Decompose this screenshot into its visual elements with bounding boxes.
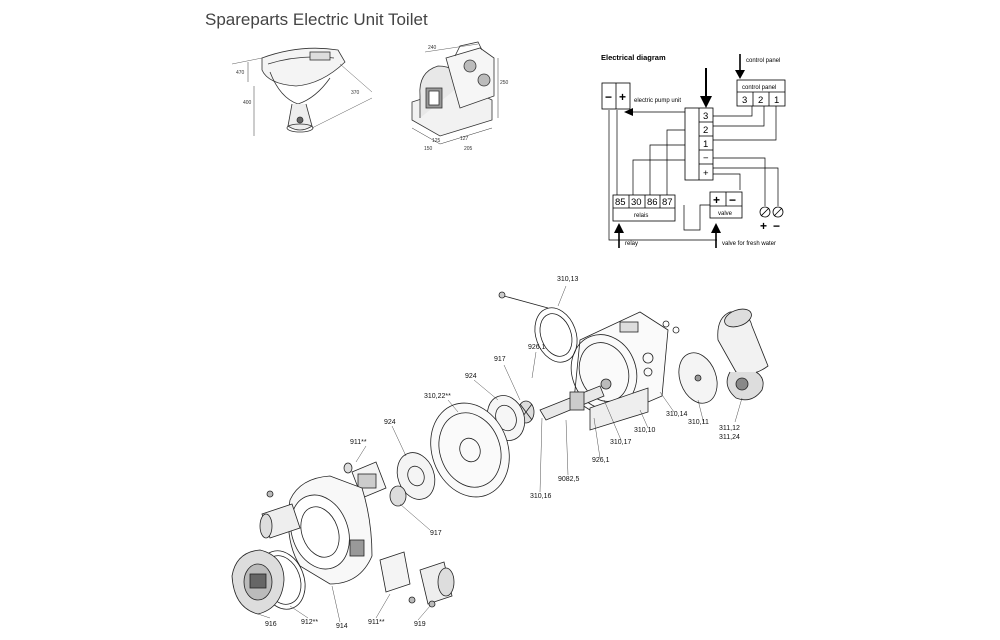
dim-unit-205: 205 <box>464 146 473 152</box>
relais-terminal-87: 87 <box>662 197 673 208</box>
part-label: 912** <box>301 619 318 626</box>
part-label: 919 <box>414 621 426 628</box>
electrical-diagram: Electrical diagram − + electric pump uni… <box>601 53 786 248</box>
relais-terminal-30: 30 <box>631 197 642 208</box>
page-title: Spareparts Electric Unit Toilet <box>205 10 428 29</box>
part-label: 914 <box>336 623 348 630</box>
control-panel-arrow-label: control panel <box>746 58 780 64</box>
electric-pump-unit-label: electric pump unit <box>634 98 681 104</box>
control-panel-terminal-2: 2 <box>758 95 763 106</box>
part-label: 916 <box>265 621 277 628</box>
part-label: 924 <box>465 373 477 380</box>
control-panel-terminal-3: 3 <box>742 95 747 106</box>
relais-terminal-86: 86 <box>647 197 658 208</box>
pump-left-minus: − <box>605 90 612 104</box>
part-label: 310,13 <box>557 276 579 283</box>
part-label: 917 <box>430 530 442 537</box>
valve-terminal-minus: − <box>729 193 736 207</box>
control-panel-terminal-1: 1 <box>774 95 779 106</box>
dim-unit-250: 250 <box>500 80 509 86</box>
part-label: 917 <box>494 356 506 363</box>
part-label: 9082,5 <box>558 476 580 483</box>
dim-unit-240: 240 <box>428 45 437 51</box>
part-label: 310,16 <box>530 493 552 500</box>
part-label: 310,14 <box>666 411 688 418</box>
toilet-sketch <box>231 47 373 136</box>
part-label: 310,11 <box>688 419 709 426</box>
part-label: 310,10 <box>634 427 656 434</box>
dim-toilet-370: 370 <box>351 90 360 96</box>
relay-label: relay <box>625 241 638 247</box>
part-label: 311,24 <box>719 434 740 441</box>
part-label: 911** <box>368 619 385 626</box>
part-label: 310,22** <box>424 393 451 400</box>
electrical-diagram-title: Electrical diagram <box>601 53 666 62</box>
dim-toilet-470: 470 <box>236 70 245 76</box>
power-minus-sign: − <box>773 219 780 233</box>
part-label: 311,12 <box>719 425 740 432</box>
pump-left-plus: + <box>619 90 626 104</box>
unit-sketch <box>411 41 499 145</box>
part-label: 926,1 <box>592 457 610 464</box>
exploded-view <box>231 285 769 623</box>
control-panel-box-label: control panel <box>742 85 776 91</box>
valve-terminal-plus: + <box>713 193 720 207</box>
valve-fresh-water-label: valve for fresh water <box>722 241 776 247</box>
part-label: 310,17 <box>610 439 632 446</box>
pump-terminal-minus: − <box>703 153 709 164</box>
dim-toilet-400: 400 <box>243 100 252 106</box>
relais-terminal-85: 85 <box>615 197 626 208</box>
dim-unit-150: 150 <box>424 146 433 152</box>
valve-label: valve <box>718 211 733 217</box>
part-label: 926,1 <box>528 344 546 351</box>
dim-unit-125: 125 <box>432 138 441 144</box>
pump-terminal-3: 3 <box>703 111 708 122</box>
part-label: 924 <box>384 419 396 426</box>
pump-terminal-plus: + <box>703 168 709 179</box>
power-plus-sign: + <box>760 219 767 233</box>
dim-unit-127: 127 <box>460 136 469 142</box>
pump-terminal-2: 2 <box>703 125 708 136</box>
part-labels: 310,13 926,1 917 924 310,22** 924 911** … <box>265 276 740 630</box>
pump-terminal-1: 1 <box>703 139 708 150</box>
part-label: 911** <box>350 439 367 446</box>
relais-label: relais <box>634 213 648 219</box>
